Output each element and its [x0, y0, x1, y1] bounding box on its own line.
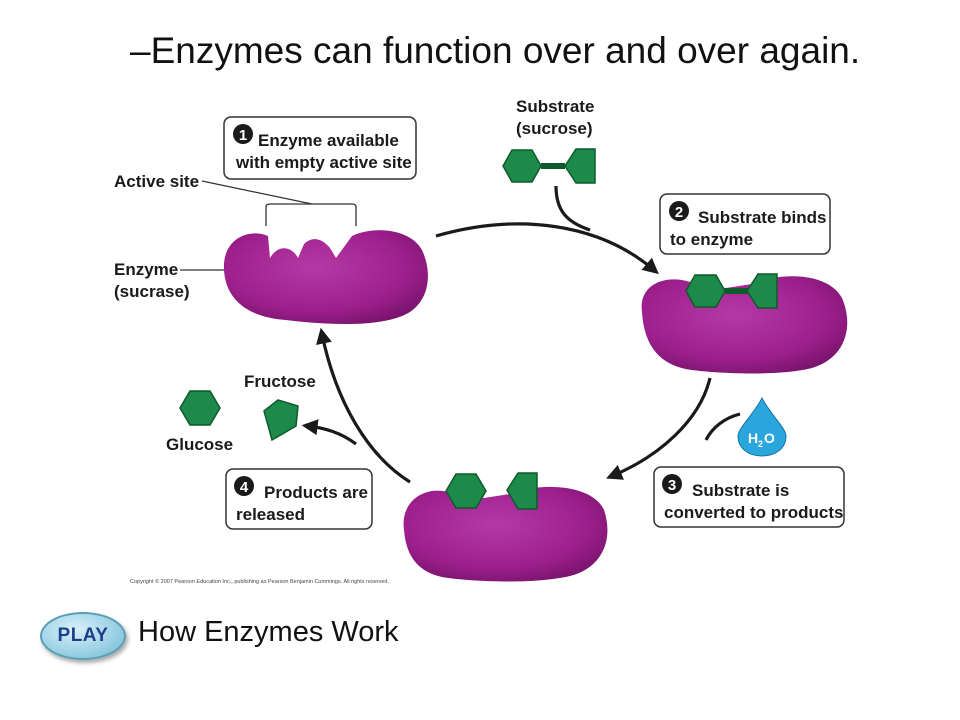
slide-title: –Enzymes can function over and over agai…	[130, 30, 861, 71]
arrow-1-to-2	[435, 222, 659, 275]
arrow-2-to-3	[606, 377, 712, 480]
arrow-release	[301, 419, 357, 446]
glucose-label: Glucose	[166, 435, 233, 454]
water-subscript: 2	[758, 439, 763, 449]
copyright-notice: Copyright © 2007 Pearson Education Inc.,…	[130, 579, 390, 585]
fructose-label: Fructose	[244, 372, 316, 391]
play-button[interactable]: PLAY	[40, 612, 126, 660]
glucose-molecule	[179, 390, 221, 426]
enzyme-label-line1: Enzyme	[114, 260, 178, 279]
water-o: O	[764, 430, 775, 446]
play-button-label: PLAY	[57, 625, 109, 646]
active-site-label: Active site	[114, 172, 199, 191]
step4-line2: released	[236, 505, 305, 524]
water-h: H	[748, 430, 758, 446]
sucrose-bound	[685, 273, 778, 309]
enzyme-empty	[223, 230, 428, 324]
enzyme-products	[403, 486, 608, 582]
fructose-molecule	[263, 399, 299, 442]
step1-line2: with empty active site	[235, 153, 412, 172]
water-droplet: H 2 O	[737, 396, 787, 457]
step2-number: 2	[675, 204, 683, 221]
step3-label-box: 3 Substrate is converted to products	[653, 466, 845, 528]
enzyme-cycle-diagram: 1 Enzyme available with empty active sit…	[114, 97, 848, 582]
play-caption: How Enzymes Work	[138, 616, 399, 648]
step2-label-box: 2 Substrate binds to enzyme	[659, 193, 831, 255]
step1-number: 1	[239, 127, 247, 144]
step1-line1: Enzyme available	[258, 131, 399, 150]
arrow-3-to-4	[316, 327, 411, 484]
step3-line1: Substrate is	[692, 481, 789, 500]
step3-number: 3	[668, 477, 676, 494]
step4-number: 4	[240, 479, 249, 496]
step4-line1: Products are	[264, 483, 368, 502]
substrate-label-line1: Substrate	[516, 97, 594, 116]
sucrose-molecule	[502, 148, 596, 184]
step2-line2: to enzyme	[670, 230, 753, 249]
products-bound	[445, 472, 538, 510]
step4-label-box: 4 Products are released	[225, 468, 373, 530]
enzyme-label-line2: (sucrase)	[114, 282, 190, 301]
step1-label-box: 1 Enzyme available with empty active sit…	[223, 116, 417, 180]
step3-line2: converted to products	[664, 503, 843, 522]
step2-line1: Substrate binds	[698, 208, 826, 227]
substrate-label-line2: (sucrose)	[516, 119, 593, 138]
